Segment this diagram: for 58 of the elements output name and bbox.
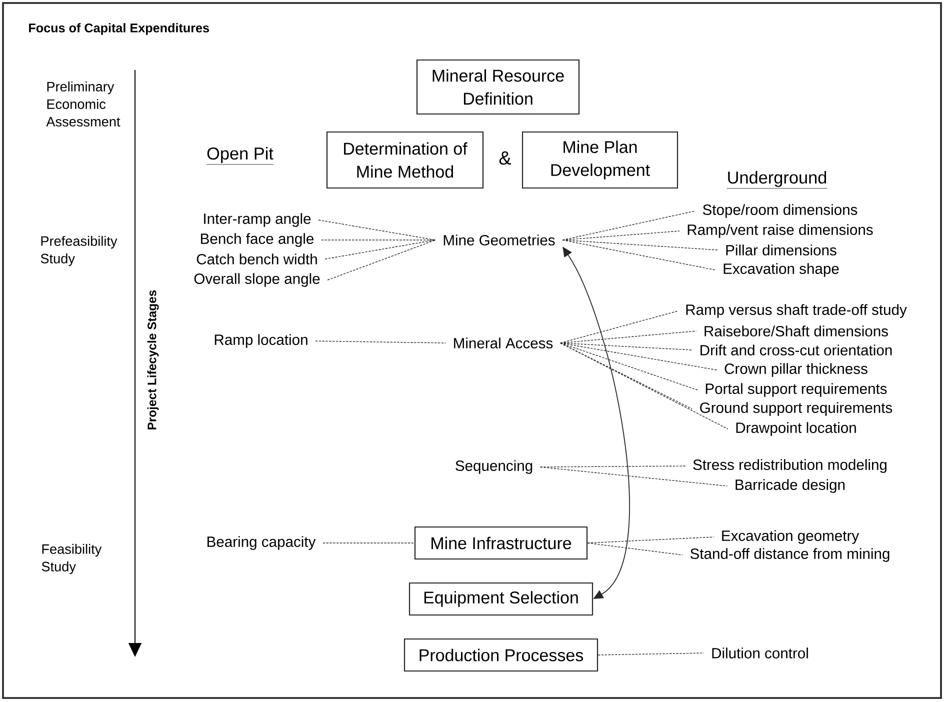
parameter-label: Ramp/vent raise dimensions	[688, 224, 873, 238]
process-box: Determination of Mine Method	[326, 131, 484, 189]
dashed-line	[324, 240, 436, 260]
dashed-line	[598, 652, 704, 656]
dashed-line	[560, 342, 718, 370]
process-box: Mine Infrastructure	[414, 526, 588, 560]
dashed-line	[315, 340, 446, 344]
ampersand: &	[499, 151, 512, 165]
parameter-label: Crown pillar thickness	[724, 363, 868, 377]
category-label: Mineral Access	[454, 338, 553, 348]
dashed-line	[327, 240, 436, 280]
parameter-label: Pillar dimensions	[726, 244, 836, 256]
dashed-line	[322, 542, 415, 544]
process-box: Mineral Resource Definition	[416, 59, 580, 115]
dashed-line	[560, 342, 692, 350]
dashed-line	[562, 240, 716, 270]
dashed-line	[562, 230, 680, 240]
process-box: Equipment Selection	[408, 582, 594, 616]
parameter-label: Drift and cross-cut orientation	[700, 344, 892, 356]
category-label: Sequencing	[456, 460, 532, 474]
parameter-label: Inter-ramp angle	[204, 213, 311, 227]
dashed-line	[540, 466, 686, 468]
parameter-label: Bearing capacity	[208, 536, 316, 550]
parameter-label: Barricade design	[736, 479, 845, 493]
dashed-line	[540, 466, 728, 486]
stage-label: Prefeasibility Study	[40, 236, 118, 266]
dashed-line	[560, 330, 697, 344]
parameter-label: Stand-off distance from mining	[690, 548, 890, 562]
parameter-label: Raisebore/Shaft dimensions	[704, 326, 888, 336]
parameter-label: Ramp versus shaft trade-off study	[686, 304, 907, 318]
dashed-line	[562, 240, 718, 250]
dashed-line	[587, 536, 714, 544]
parameter-label: Excavation geometry	[722, 530, 860, 544]
parameter-label: Excavation shape	[724, 263, 839, 277]
parameter-label: Stope/room dimensions	[702, 204, 858, 218]
parameter-label: Portal support requirements	[706, 383, 887, 397]
stage-label: Preliminary Economic Assessment	[46, 82, 120, 126]
category-label: Mine Geometries	[444, 234, 555, 246]
dashed-line	[560, 310, 678, 344]
dashed-line	[560, 342, 728, 430]
parameter-label: Catch bench width	[196, 254, 317, 264]
diagram-title: Focus of Capital Expenditures	[29, 23, 210, 35]
parameter-label: Ramp location	[214, 334, 308, 348]
stage-label: Feasibility Study	[42, 544, 102, 574]
parameter-label: Dilution control	[712, 648, 808, 658]
axis-label: Project Lifecycle Stages	[147, 290, 159, 430]
dashed-line	[587, 542, 683, 556]
parameter-label: Overall slope angle	[194, 273, 320, 287]
section-heading: Open Pit	[206, 146, 274, 165]
parameter-label: Drawpoint location	[736, 422, 856, 436]
parameter-label: Ground support requirements	[700, 402, 892, 416]
parameter-label: Bench face angle	[201, 233, 314, 247]
process-box: Production Processes	[404, 638, 598, 672]
process-box: Mine Plan Development	[522, 131, 678, 189]
parameter-label: Stress redistribution modeling	[693, 459, 886, 473]
dashed-line	[318, 220, 436, 240]
dashed-line	[560, 342, 698, 390]
section-heading: Underground	[726, 170, 828, 189]
